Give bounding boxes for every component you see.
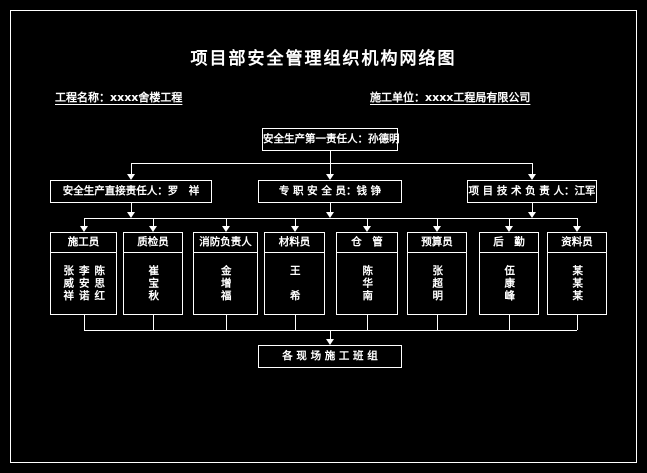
staff-title: 后 勤 xyxy=(480,233,538,253)
connector-line xyxy=(131,163,532,164)
connector-line xyxy=(509,218,510,226)
staff-title: 预算员 xyxy=(408,233,466,253)
staff-box-archives: 资料员 某某某 xyxy=(547,232,607,315)
page-border xyxy=(10,10,637,463)
connector-line xyxy=(367,315,368,330)
arrow-down-icon xyxy=(127,212,135,218)
site-teams-label: 各 现 场 施 工 班 组 xyxy=(282,350,378,362)
connector-line xyxy=(131,163,132,174)
project-name-value: xxxx舍楼工程 xyxy=(110,91,183,104)
arrow-down-icon xyxy=(291,226,299,232)
connector-line xyxy=(330,330,331,339)
staff-names: 崔宝秋 xyxy=(124,253,182,315)
project-name: 工程名称：xxxx舍楼工程 xyxy=(55,89,182,105)
connector-line xyxy=(367,218,368,226)
arrow-down-icon xyxy=(573,226,581,232)
arrow-down-icon xyxy=(528,174,536,180)
safety-officer-box: 专 职 安 全 员：钱 铮 xyxy=(258,180,402,203)
staff-title: 仓 管 xyxy=(337,233,397,253)
staff-name: 王 希 xyxy=(288,265,301,303)
arrow-down-icon xyxy=(80,226,88,232)
arrow-down-icon xyxy=(149,226,157,232)
staff-name: 李安诺 xyxy=(77,265,90,303)
connector-line xyxy=(226,315,227,330)
arrow-down-icon xyxy=(433,226,441,232)
arrow-down-icon xyxy=(326,212,334,218)
staff-name: 张威祥 xyxy=(62,265,75,303)
staff-name: 某某某 xyxy=(571,265,584,303)
connector-line xyxy=(437,315,438,330)
staff-names: 王 希 xyxy=(265,253,324,315)
connector-line xyxy=(437,218,438,226)
connector-line xyxy=(153,218,154,226)
staff-names: 某某某 xyxy=(548,253,606,315)
staff-name: 张超明 xyxy=(431,265,444,303)
staff-name: 伍康峰 xyxy=(503,265,516,303)
staff-names: 张超明 xyxy=(408,253,466,315)
staff-title: 材料员 xyxy=(265,233,324,253)
staff-box-quality: 质检员 崔宝秋 xyxy=(123,232,183,315)
staff-title: 施工员 xyxy=(51,233,116,253)
connector-line xyxy=(509,315,510,330)
staff-name: 崔宝秋 xyxy=(147,265,160,303)
connector-line xyxy=(532,163,533,174)
tech-director-box: 项 目 技 术 负 责 人：江军 xyxy=(467,180,597,203)
staff-names: 张威祥 李安诺 陈思红 xyxy=(51,253,116,315)
connector-line xyxy=(153,315,154,330)
direct-responsible-box: 安全生产直接责任人：罗 祥 xyxy=(50,180,212,203)
connector-line xyxy=(330,151,331,163)
connector-line xyxy=(84,218,85,226)
staff-title: 质检员 xyxy=(124,233,182,253)
project-name-label: 工程名称： xyxy=(55,91,110,104)
staff-box-construction: 施工员 张威祥 李安诺 陈思红 xyxy=(50,232,117,315)
site-teams-box: 各 现 场 施 工 班 组 xyxy=(258,345,402,368)
connector-line xyxy=(330,163,331,174)
connector-line xyxy=(84,218,577,219)
top-responsible-label: 安全生产第一责任人：孙德明 xyxy=(263,133,400,145)
arrow-down-icon xyxy=(127,174,135,180)
contractor-name: 施工单位：xxxx工程局有限公司 xyxy=(370,89,530,105)
connector-line xyxy=(532,203,533,212)
connector-line xyxy=(577,218,578,226)
staff-box-warehouse: 仓 管 陈华南 xyxy=(336,232,398,315)
arrow-down-icon xyxy=(505,226,513,232)
contractor-name-label: 施工单位： xyxy=(370,91,425,104)
connector-line xyxy=(330,203,331,212)
safety-officer-label: 专 职 安 全 员：钱 铮 xyxy=(278,185,382,197)
staff-name: 陈华南 xyxy=(361,265,374,303)
staff-name: 陈思红 xyxy=(93,265,106,303)
staff-title: 消防负责人 xyxy=(194,233,257,253)
staff-box-material: 材料员 王 希 xyxy=(264,232,325,315)
connector-line xyxy=(577,315,578,330)
staff-names: 陈华南 xyxy=(337,253,397,315)
staff-box-logistics: 后 勤 伍康峰 xyxy=(479,232,539,315)
staff-title: 资料员 xyxy=(548,233,606,253)
tech-director-label: 项 目 技 术 负 责 人：江军 xyxy=(468,185,596,197)
contractor-name-value: xxxx工程局有限公司 xyxy=(425,91,531,104)
arrow-down-icon xyxy=(326,174,334,180)
arrow-down-icon xyxy=(326,339,334,345)
staff-names: 金增福 xyxy=(194,253,257,315)
connector-line xyxy=(131,203,132,212)
direct-responsible-label: 安全生产直接责任人：罗 祥 xyxy=(62,185,200,197)
arrow-down-icon xyxy=(528,212,536,218)
staff-box-budget: 预算员 张超明 xyxy=(407,232,467,315)
connector-line xyxy=(295,315,296,330)
staff-names: 伍康峰 xyxy=(480,253,538,315)
diagram-title: 项目部安全管理组织机构网络图 xyxy=(190,49,457,69)
connector-line xyxy=(84,315,85,330)
arrow-down-icon xyxy=(363,226,371,232)
connector-line xyxy=(295,218,296,226)
staff-name: 金增福 xyxy=(219,265,232,303)
connector-line xyxy=(226,218,227,226)
staff-box-fire-safety: 消防负责人 金增福 xyxy=(193,232,258,315)
top-responsible-box: 安全生产第一责任人：孙德明 xyxy=(262,128,400,151)
arrow-down-icon xyxy=(222,226,230,232)
